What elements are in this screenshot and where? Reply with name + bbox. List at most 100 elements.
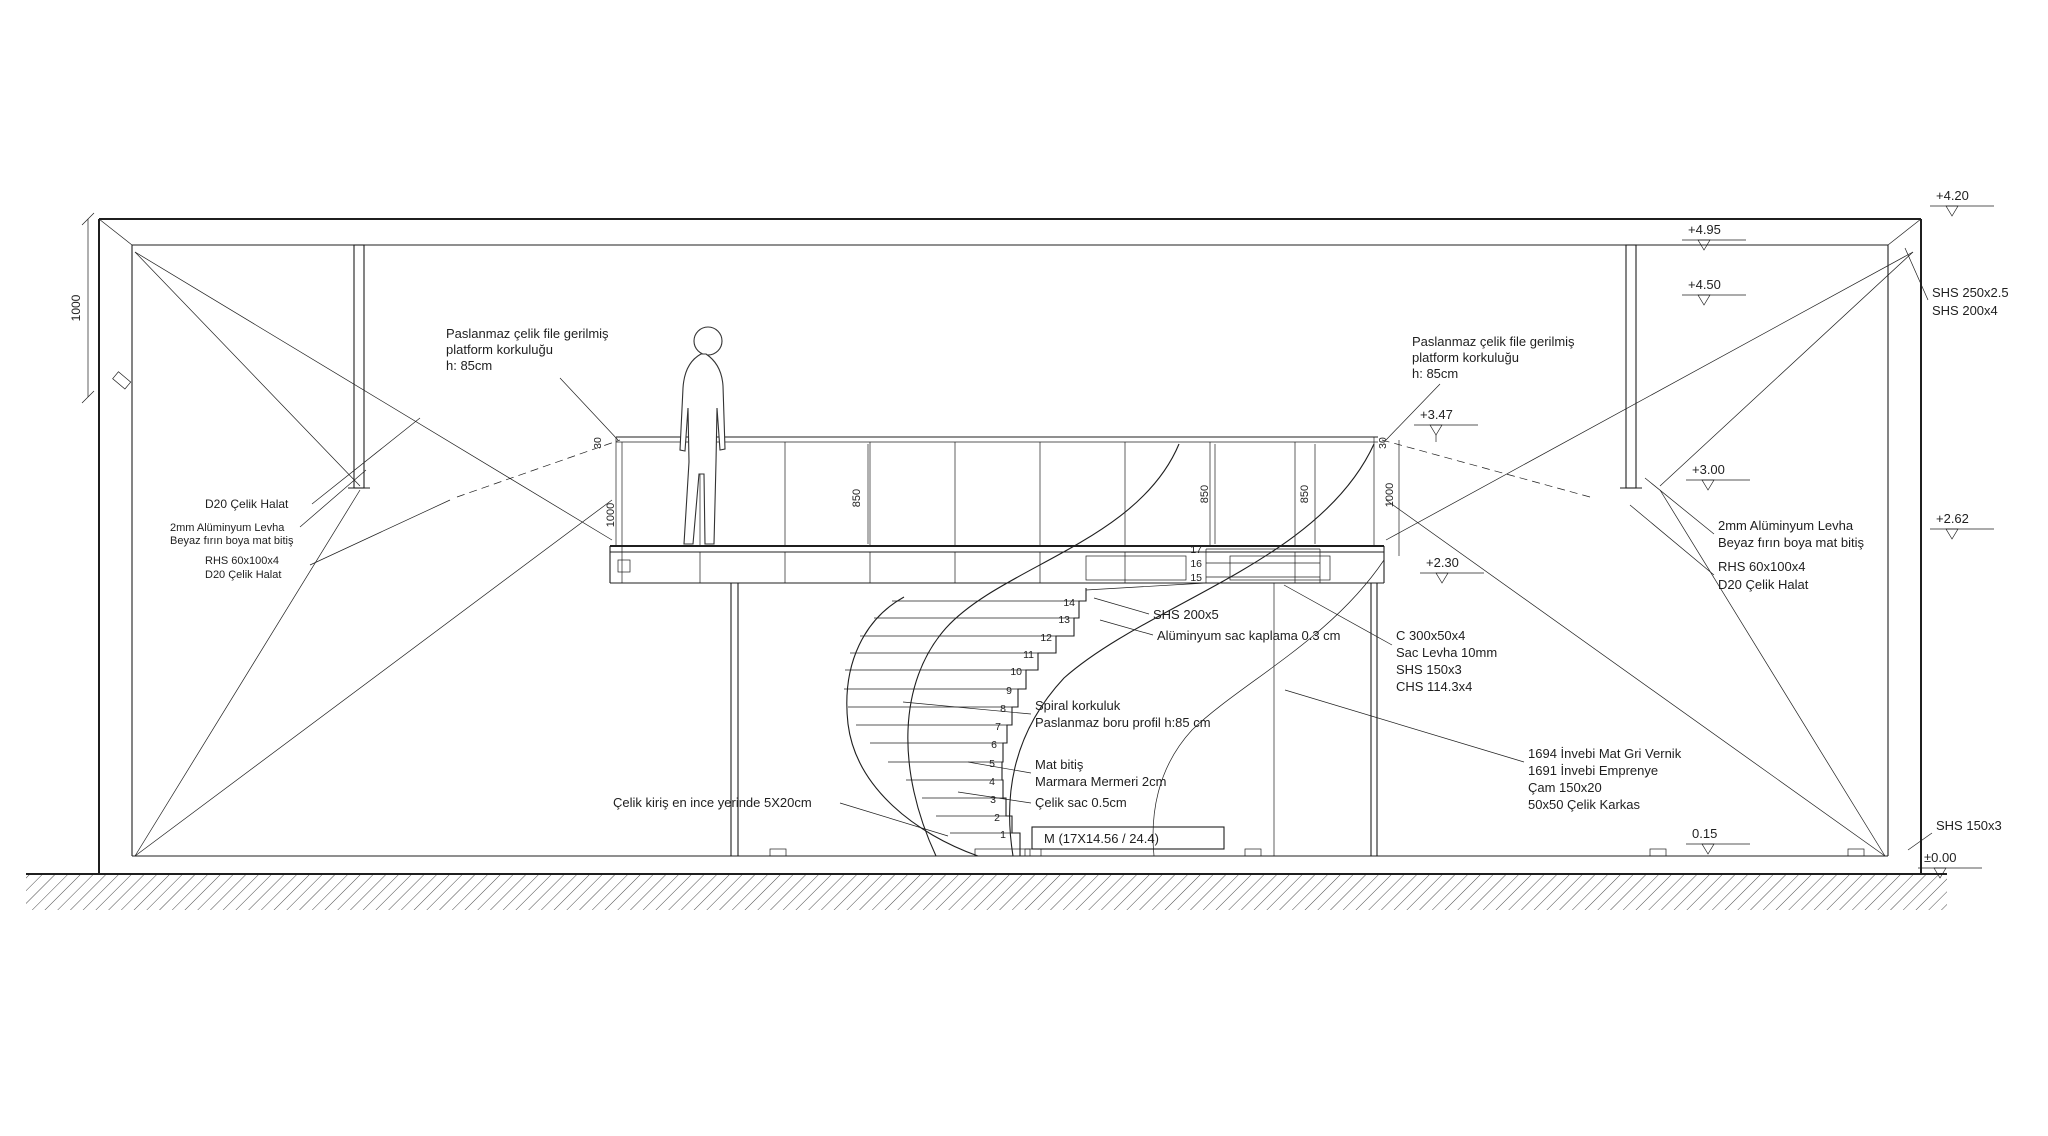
dim-lines: 850 850 850 1000 1000 30 30 xyxy=(592,437,1400,583)
elevation-plus-4-50: +4.50 xyxy=(1682,277,1746,306)
label-text: Beyaz fırın boya mat bitiş xyxy=(1718,535,1864,550)
base-plate xyxy=(1847,848,1865,857)
elevation-value: +3.00 xyxy=(1692,462,1725,477)
label-text: 1691 İnvebi Emprenye xyxy=(1528,763,1658,778)
label-shs200x5: SHS 200x5 xyxy=(1093,597,1219,622)
label-text: Paslanmaz boru profil h:85 cm xyxy=(1035,715,1211,730)
corner-stiffener xyxy=(1887,218,1922,246)
elevation-markers: +4.20 +4.95 +4.50 +3.47 +3.00 +2.62 xyxy=(1414,188,1994,879)
step-number: 13 xyxy=(1058,614,1070,626)
label-text: D20 Çelik Halat xyxy=(205,497,289,511)
base-plate xyxy=(769,848,787,857)
label-text: Paslanmaz çelik file gerilmiş xyxy=(1412,334,1575,349)
label-celik-sac: Çelik sac 0.5cm xyxy=(957,791,1127,810)
mezzanine-platform xyxy=(609,436,1385,856)
label-text: 50x50 Çelik Karkas xyxy=(1528,797,1640,812)
label-text: Sac Levha 10mm xyxy=(1396,645,1497,660)
building-frame xyxy=(98,218,1922,874)
label-spiral-korkuluk: Spiral korkuluk Paslanmaz boru profil h:… xyxy=(902,698,1211,730)
spiral-stair: 1 2 3 4 5 6 7 8 9 10 11 12 13 14 15 16 1… xyxy=(844,443,1385,857)
corner-stiffener xyxy=(98,218,133,246)
step-number: 6 xyxy=(991,739,997,751)
dim-30-left: 30 xyxy=(592,437,604,449)
cables-left xyxy=(112,251,621,857)
turnbuckle-icon xyxy=(112,371,132,390)
label-right-rhs-d20: RHS 60x100x4 D20 Çelik Halat xyxy=(1629,504,1809,592)
label-text: SHS 200x5 xyxy=(1153,607,1219,622)
label-text: h: 85cm xyxy=(1412,366,1458,381)
step-number: 9 xyxy=(1006,685,1012,697)
stair-base-pad xyxy=(974,848,1031,857)
stair-step-numbers: 1 2 3 4 5 6 7 8 9 10 11 12 13 14 15 16 1… xyxy=(989,544,1202,841)
elevation-0-15: 0.15 xyxy=(1686,826,1750,855)
label-celik-kiris: Çelik kiriş en ince yerinde 5X20cm xyxy=(613,795,949,837)
label-text: RHS 60x100x4 xyxy=(1718,559,1805,574)
label-text: platform korkuluğu xyxy=(446,342,553,357)
elevation-plus-3-00: +3.00 xyxy=(1686,462,1750,491)
dim-850-a: 850 xyxy=(851,489,863,507)
elevation-value: ±0.00 xyxy=(1924,850,1956,865)
label-m-box: M (17X14.56 / 24.4) xyxy=(1031,826,1225,850)
elevation-value: +4.50 xyxy=(1688,277,1721,292)
label-text: CHS 114.3x4 xyxy=(1396,679,1472,694)
label-text: Paslanmaz çelik file gerilmiş xyxy=(446,326,609,341)
dim-850-b: 850 xyxy=(1199,485,1211,503)
elevation-value: 0.15 xyxy=(1692,826,1717,841)
label-rail-left: Paslanmaz çelik file gerilmiş platform k… xyxy=(446,326,619,441)
dim-30-right: 30 xyxy=(1377,437,1389,449)
step-number: 14 xyxy=(1063,597,1075,609)
step-number: 7 xyxy=(995,721,1001,733)
base-plate xyxy=(1024,848,1042,857)
label-rail-right: Paslanmaz çelik file gerilmiş platform k… xyxy=(1385,334,1575,441)
elevation-value: +3.47 xyxy=(1420,407,1453,422)
elevation-plus-2-30: +2.30 xyxy=(1420,555,1484,584)
elevation-value: +2.62 xyxy=(1936,511,1969,526)
label-text: D20 Çelik Halat xyxy=(205,569,281,581)
dim-1000-panel-left: 1000 xyxy=(605,503,617,527)
step-number: 4 xyxy=(989,776,995,788)
stair-inner-steps xyxy=(1001,588,1087,856)
base-plate xyxy=(1244,848,1262,857)
step-number: 16 xyxy=(1190,558,1202,570)
step-number: 12 xyxy=(1040,632,1052,644)
platform-equipment-box xyxy=(1085,555,1187,581)
step-number: 8 xyxy=(1000,703,1006,715)
label-text: 1694 İnvebi Mat Gri Vernik xyxy=(1528,746,1682,761)
elevation-value: +4.20 xyxy=(1936,188,1969,203)
label-shs250-block: SHS 250x2.5 SHS 200x4 xyxy=(1904,247,2009,318)
spiral-handrail-curve xyxy=(907,443,1180,857)
label-alu-sac: Alüminyum sac kaplama 0.3 cm xyxy=(1099,619,1341,643)
dim-1000-panel-right: 1000 xyxy=(1384,483,1396,507)
elevation-value: +2.30 xyxy=(1426,555,1459,570)
label-left-aluminum: 2mm Alüminyum Levha Beyaz fırın boya mat… xyxy=(170,469,367,547)
label-text: 2mm Alüminyum Levha xyxy=(170,522,285,534)
label-text: Marmara Mermeri 2cm xyxy=(1035,774,1166,789)
elevation-plus-4-95: +4.95 xyxy=(1682,222,1746,251)
platform-corner-detail xyxy=(617,559,631,573)
label-text: platform korkuluğu xyxy=(1412,350,1519,365)
dim-1000-left: 1000 xyxy=(69,294,83,321)
label-text: Çam 150x20 xyxy=(1528,780,1602,795)
label-right-aluminum: 2mm Alüminyum Levha Beyaz fırın boya mat… xyxy=(1644,477,1864,550)
elevation-0-00: ±0.00 xyxy=(1918,850,1982,879)
step-number: 3 xyxy=(990,794,996,806)
label-text: 2mm Alüminyum Levha xyxy=(1718,518,1854,533)
step-number: 10 xyxy=(1010,666,1022,678)
elevation-plus-3-47: +3.47 xyxy=(1414,407,1478,442)
step-number: 17 xyxy=(1190,544,1202,556)
label-text: SHS 150x3 xyxy=(1936,818,2002,833)
label-text: Beyaz fırın boya mat bitiş xyxy=(170,535,294,547)
elevation-plus-4-20: +4.20 xyxy=(1930,188,1994,217)
label-text: SHS 250x2.5 xyxy=(1932,285,2009,300)
left-dimension-1000: 1000 xyxy=(69,212,95,404)
label-text: SHS 200x4 xyxy=(1932,303,1998,318)
label-text: M (17X14.56 / 24.4) xyxy=(1044,831,1159,846)
label-left-rhs-d20: RHS 60x100x4 D20 Çelik Halat xyxy=(205,499,451,581)
step-number: 11 xyxy=(1023,649,1034,661)
step-number: 5 xyxy=(989,758,995,770)
label-text: Spiral korkuluk xyxy=(1035,698,1121,713)
step-number: 2 xyxy=(994,812,1000,824)
cables-right xyxy=(1381,251,1914,857)
stair-treads xyxy=(844,600,1079,834)
